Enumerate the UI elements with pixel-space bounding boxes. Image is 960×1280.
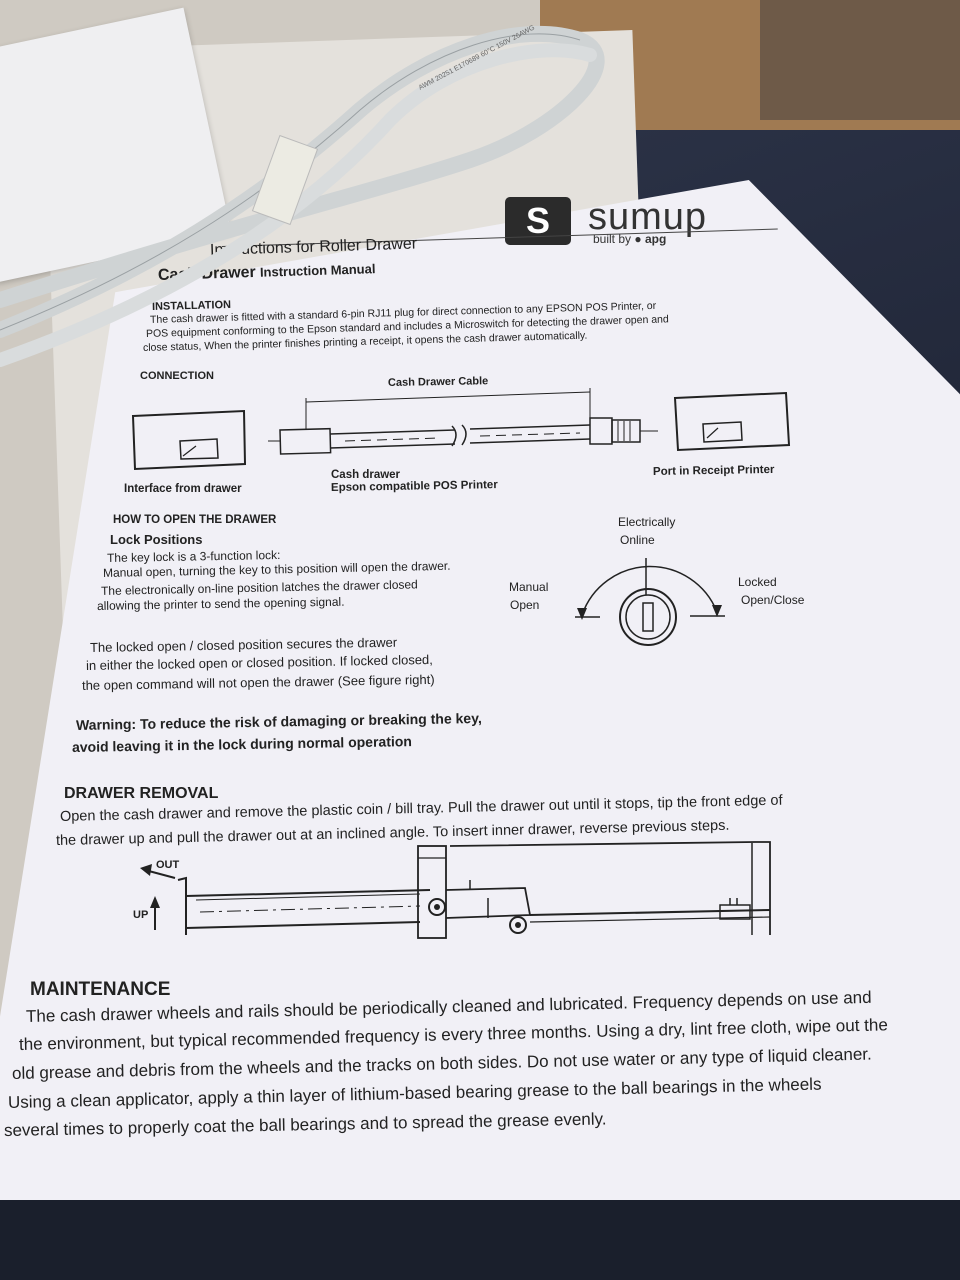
open-close-label: Open/Close [741, 593, 805, 607]
out-arrow-icon [140, 864, 176, 879]
up-arrow-icon [150, 896, 160, 930]
online-label: Online [620, 533, 655, 547]
lock-arc [581, 565, 718, 616]
drawer-wheel-icon [509, 916, 527, 934]
manual-label: Manual [509, 580, 549, 594]
drawer-pivot-icon [428, 898, 446, 916]
interface-label: Interface from drawer [124, 483, 242, 495]
open-label: Open [510, 598, 540, 612]
out-label: OUT [156, 859, 180, 871]
cash-drawer-label: Cash drawer [331, 469, 401, 481]
electrically-label: Electrically [618, 515, 676, 529]
cable-dimension-line [305, 391, 591, 403]
instruction-sheet [0, 180, 960, 1200]
floor-background [0, 1195, 960, 1280]
connection-heading: CONNECTION [140, 370, 214, 382]
locked-label: Locked [738, 575, 777, 589]
drawer-interface-box [131, 409, 247, 471]
cable-tape [251, 134, 319, 226]
maintenance-heading: MAINTENANCE [30, 979, 171, 1000]
receipt-printer-box [673, 391, 791, 452]
removal-heading: DRAWER REMOVAL [64, 785, 219, 802]
drawer-rail-drawing [177, 841, 771, 939]
lock-positions-heading: Lock Positions [110, 532, 203, 547]
brand-subline: built by ● apg [593, 232, 667, 246]
up-label: UP [133, 909, 149, 921]
cable-drawing [268, 417, 658, 455]
key-cylinder-icon [619, 588, 677, 646]
open-drawer-heading: HOW TO OPEN THE DRAWER [113, 514, 277, 526]
cardboard-box-shadow [760, 0, 960, 120]
